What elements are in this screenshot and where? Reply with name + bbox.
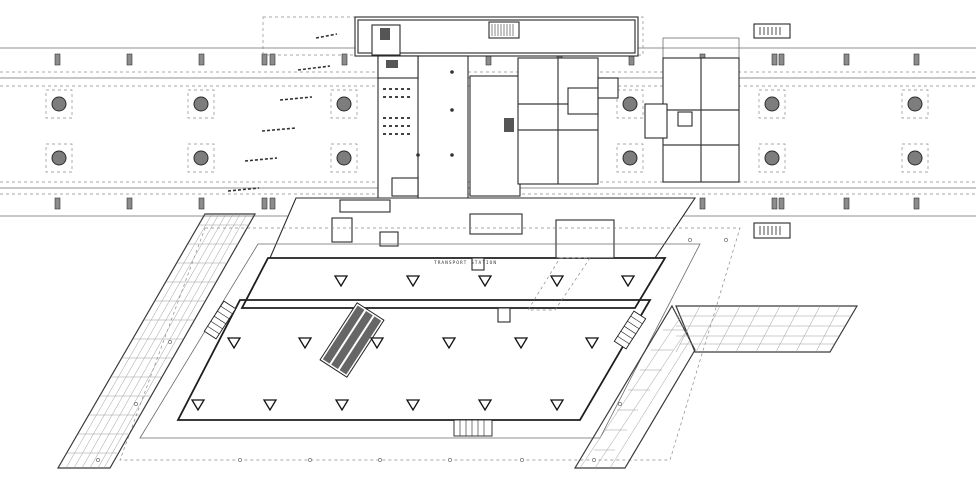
plaza-canopy-east <box>573 304 859 469</box>
hall-stair-south <box>453 419 493 437</box>
escalator-bank <box>319 302 385 378</box>
central-concourse <box>377 55 469 209</box>
plaza-canopy-west <box>56 213 257 469</box>
stair-lower-right <box>753 222 791 239</box>
office-block-center <box>469 57 619 197</box>
top-service-block <box>262 16 644 57</box>
office-block-east <box>644 37 740 183</box>
lower-hall: TRANSPORT STATION <box>240 197 697 309</box>
perimeter-bollards <box>96 238 728 462</box>
hall-stair-east <box>613 310 647 350</box>
hall-stair-west <box>203 300 237 340</box>
stair-upper-right <box>753 23 791 39</box>
signage-label: TRANSPORT STATION <box>434 260 497 266</box>
hall-column-markers <box>190 275 636 412</box>
pedestrian-path-markings <box>227 33 338 192</box>
